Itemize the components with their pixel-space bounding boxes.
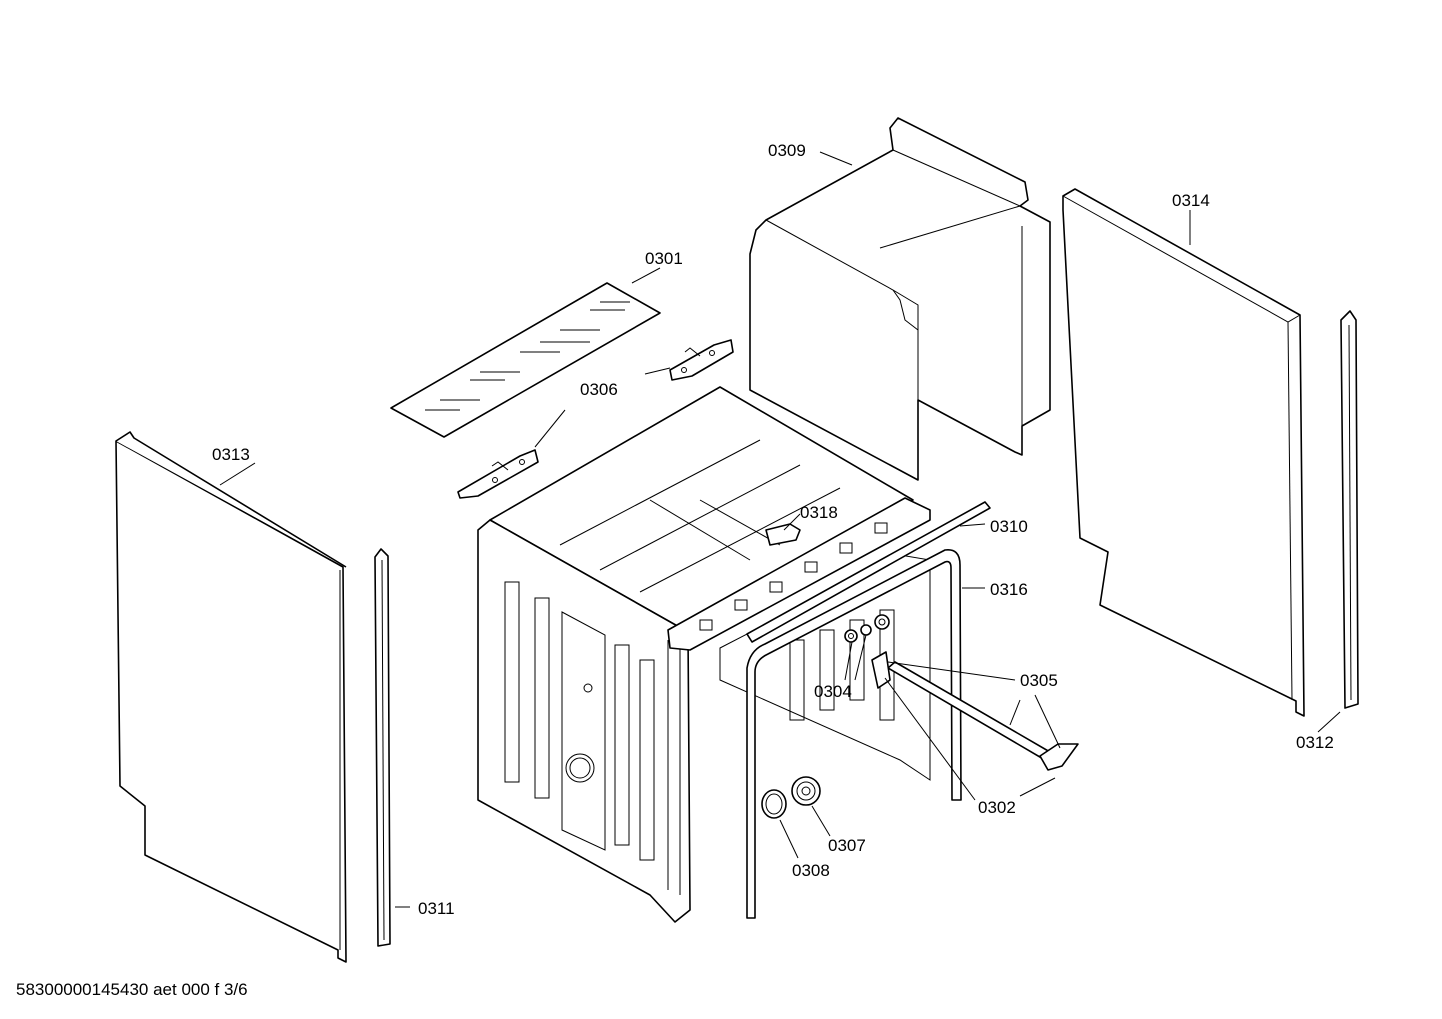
part-0306-bracket-upper [669,339,734,381]
part-0310-seal-strip [746,501,991,643]
callout-0318: 0318 [800,503,838,522]
callout-0302: 0302 [978,798,1016,817]
part-0309-top-cover [749,117,1051,481]
drawing-reference-code: 58300000145430 aet 000 f 3/6 [16,980,248,999]
part-0306-bracket-lower [457,449,539,499]
part-0313-left-side-panel [115,431,347,963]
part-0301-insulation-sheet [390,282,661,438]
callout-0308: 0308 [792,861,830,880]
callout-0301: 0301 [645,249,683,268]
callout-0309: 0309 [768,141,806,160]
part-0305-support-bar [871,651,1079,771]
part-0318-clip [765,523,801,546]
callout-0316: 0316 [990,580,1028,599]
callout-0306: 0306 [580,380,618,399]
callout-0304: 0304 [814,682,852,701]
part-0308-ring [761,789,787,819]
part-0312-right-trim-strip [1340,310,1359,709]
callout-0312: 0312 [1296,733,1334,752]
callout-labels: 0309 0314 0301 0306 0313 0318 0310 0316 … [212,141,1334,918]
front-rail-studs [699,522,888,631]
callout-0307: 0307 [828,836,866,855]
part-tub-body [477,386,931,923]
part-0304-fasteners [844,614,890,643]
part-0314-right-side-panel [1062,188,1305,717]
part-0316-door-seal [746,548,962,919]
callout-0313: 0313 [212,445,250,464]
part-0307-grommet [791,776,821,806]
callout-0305: 0305 [1020,671,1058,690]
callout-0314: 0314 [1172,191,1210,210]
leader-lines [219,151,1341,908]
callout-0310: 0310 [990,517,1028,536]
callout-0311: 0311 [418,899,455,918]
part-0311-left-trim-strip [374,548,391,947]
